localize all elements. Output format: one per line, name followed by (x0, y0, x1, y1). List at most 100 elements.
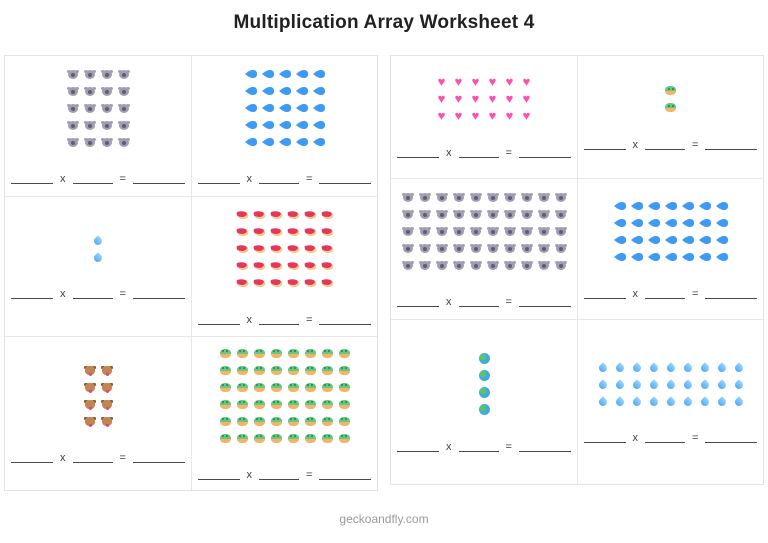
fish-icon (278, 102, 291, 114)
heart-icon: ♥ (437, 74, 446, 89)
fish-icon (312, 136, 325, 148)
fish-icon (664, 251, 677, 263)
frog-icon (287, 381, 299, 393)
fish-icon (613, 217, 626, 229)
koala-icon (436, 259, 448, 271)
droplet-icon (682, 361, 694, 373)
koala-array (402, 191, 567, 271)
multiplication-equation: x= (11, 288, 185, 300)
equation-blank-product (705, 143, 758, 150)
koala-icon (487, 208, 499, 220)
multiplication-equation: x= (11, 173, 185, 185)
frog-icon (321, 398, 333, 410)
koala-icon (118, 136, 130, 148)
droplet-icon (614, 395, 626, 407)
frog-icon (253, 432, 265, 444)
fish-icon (630, 217, 643, 229)
equation-blank-factor1 (397, 445, 440, 452)
equation-blank-factor1 (11, 292, 54, 299)
koala-icon (436, 225, 448, 237)
koala-icon (470, 259, 482, 271)
koala-icon (453, 242, 465, 254)
droplet-icon (614, 361, 626, 373)
equation-blank-factor1 (197, 177, 240, 184)
frog-icon (321, 415, 333, 427)
frog-icon (338, 347, 350, 359)
equation-blank-product (319, 473, 372, 480)
equation-blank-factor2 (458, 300, 499, 307)
equals-symbol: = (306, 313, 313, 326)
equation-blank-factor2 (645, 436, 686, 443)
frog-icon (338, 364, 350, 376)
multiplication-equation: x= (583, 138, 758, 151)
equation-blank-product (319, 318, 372, 325)
koala-icon (453, 191, 465, 203)
array-cell-fish-25: x= (191, 56, 377, 196)
koala-icon (402, 191, 414, 203)
fish-icon (278, 119, 291, 131)
droplet-icon (733, 361, 745, 373)
dog-icon (84, 381, 96, 393)
koala-icon (521, 208, 533, 220)
equals-symbol: = (692, 138, 699, 151)
heart-icon: ♥ (488, 108, 497, 123)
fish-icon (312, 85, 325, 97)
koala-icon (504, 242, 516, 254)
watermelon-icon (253, 277, 265, 289)
koala-icon (419, 208, 431, 220)
equals-symbol: = (505, 296, 512, 308)
watermelon-icon (321, 243, 333, 255)
frog-icon (304, 415, 316, 427)
dog-icon (84, 364, 96, 376)
droplet-icon (699, 361, 711, 373)
koala-icon (538, 259, 550, 271)
droplet-icon (92, 234, 104, 246)
frog-icon (321, 364, 333, 376)
heart-icon: ♥ (437, 108, 446, 123)
equation-blank-product (705, 292, 758, 299)
koala-icon (521, 225, 533, 237)
multiply-symbol: x (60, 173, 66, 185)
droplet-icon (597, 395, 609, 407)
worksheet-panel-right: ♥♥♥♥♥♥♥♥♥♥♥♥♥♥♥♥♥♥x=x=x=x=x=x= (390, 55, 764, 485)
globe-icon (478, 387, 490, 399)
fish-icon (278, 136, 291, 148)
frog-icon (236, 381, 248, 393)
koala-icon (504, 259, 516, 271)
frog-icon (270, 364, 282, 376)
fish-icon (278, 68, 291, 80)
koala-icon (538, 208, 550, 220)
multiplication-equation: x= (397, 441, 571, 452)
droplet-icon (699, 378, 711, 390)
fish-icon (698, 234, 711, 246)
multiplication-equation: x= (583, 433, 758, 444)
frog-icon (304, 398, 316, 410)
koala-icon (67, 68, 79, 80)
koala-icon (419, 225, 431, 237)
footer-credit: geckoandfly.com (339, 512, 429, 526)
frog-icon (219, 432, 231, 444)
koala-icon (118, 102, 130, 114)
frog-icon (287, 415, 299, 427)
fish-icon (278, 85, 291, 97)
frog-icon (287, 398, 299, 410)
fish-icon (312, 119, 325, 131)
equation-blank-factor1 (397, 151, 440, 158)
fish-icon (244, 68, 257, 80)
frog-icon (253, 415, 265, 427)
equation-blank-factor2 (72, 177, 113, 184)
koala-icon (555, 225, 567, 237)
fish-icon (244, 102, 257, 114)
multiply-symbol: x (60, 452, 66, 464)
droplet-icon (648, 395, 660, 407)
fish-icon (630, 251, 643, 263)
multiply-symbol: x (60, 288, 66, 300)
fish-icon (681, 234, 694, 246)
fish-icon (681, 251, 694, 263)
frog-icon (304, 432, 316, 444)
fish-icon (261, 68, 274, 80)
fish-icon (244, 119, 257, 131)
equals-symbol: = (692, 287, 699, 300)
globe-icon (478, 353, 490, 365)
array-cell-dog-8: x= (5, 336, 191, 490)
